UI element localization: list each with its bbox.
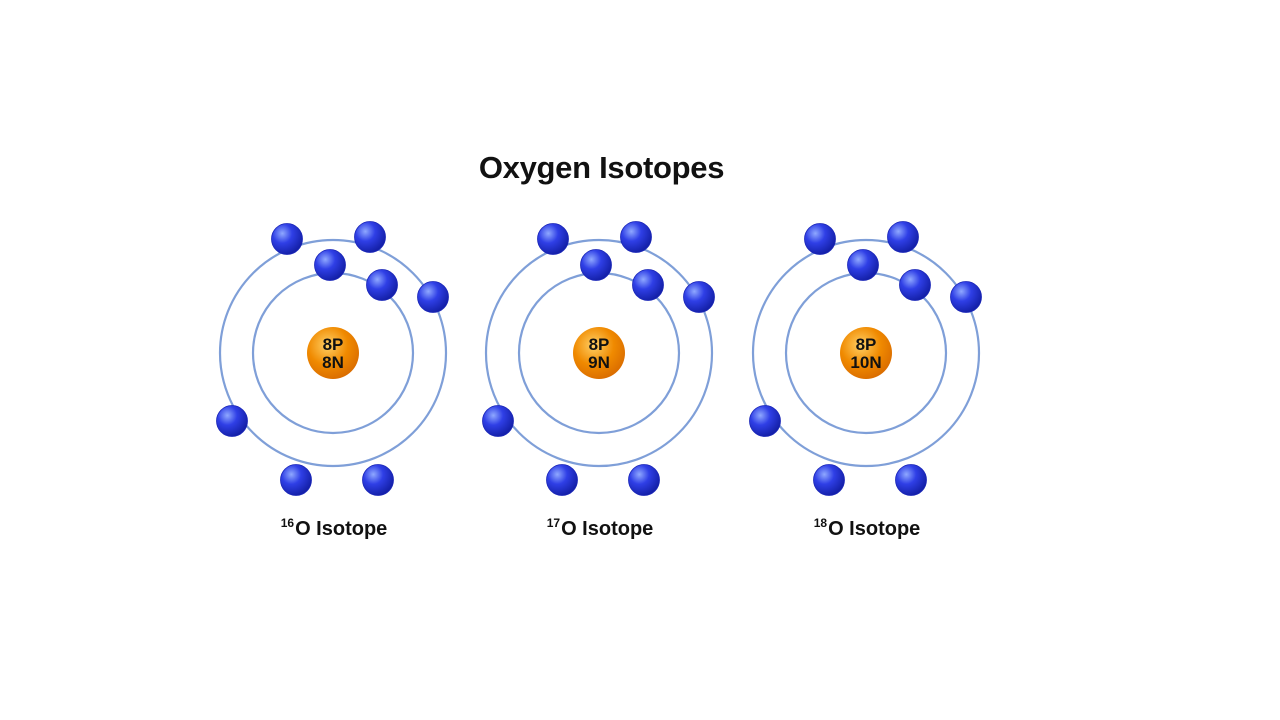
outer-electron — [895, 464, 927, 496]
outer-electron — [482, 405, 514, 437]
outer-electron — [887, 221, 919, 253]
mass-number: 18 — [813, 516, 828, 530]
isotope-caption-17: 17O Isotope — [470, 516, 730, 541]
outer-electron — [216, 405, 248, 437]
proton-count: 8P — [856, 335, 877, 354]
isotope-label: O Isotope — [561, 518, 654, 540]
outer-electron — [813, 464, 845, 496]
inner-electron — [314, 249, 346, 281]
outer-electron — [546, 464, 578, 496]
outer-electron — [280, 464, 312, 496]
outer-orbit — [484, 238, 714, 468]
outer-orbit — [751, 238, 981, 468]
outer-electron — [620, 221, 652, 253]
outer-electron — [749, 405, 781, 437]
outer-orbit — [218, 238, 448, 468]
inner-electron — [580, 249, 612, 281]
outer-electron — [537, 223, 569, 255]
inner-electron — [847, 249, 879, 281]
isotope-label: O Isotope — [828, 518, 921, 540]
inner-electron — [366, 269, 398, 301]
neutron-count: 8N — [322, 353, 344, 372]
outer-electron — [362, 464, 394, 496]
nucleus — [573, 327, 625, 379]
isotope-caption-18: 18O Isotope — [737, 516, 997, 541]
outer-electron — [628, 464, 660, 496]
outer-electron — [804, 223, 836, 255]
isotope-label: O Isotope — [295, 518, 388, 540]
nucleus — [840, 327, 892, 379]
outer-electron — [417, 281, 449, 313]
neutron-count: 10N — [850, 353, 881, 372]
outer-electron — [683, 281, 715, 313]
nucleus — [307, 327, 359, 379]
diagram-title: Oxygen Isotopes — [478, 150, 725, 185]
outer-electron — [950, 281, 982, 313]
proton-count: 8P — [589, 335, 610, 354]
isotope-caption-16: 16O Isotope — [204, 516, 464, 541]
neutron-count: 9N — [588, 353, 610, 372]
mass-number: 16 — [280, 516, 295, 530]
inner-electron — [632, 269, 664, 301]
mass-number: 17 — [546, 516, 561, 530]
outer-electron — [271, 223, 303, 255]
proton-count: 8P — [323, 335, 344, 354]
outer-electron — [354, 221, 386, 253]
inner-electron — [899, 269, 931, 301]
